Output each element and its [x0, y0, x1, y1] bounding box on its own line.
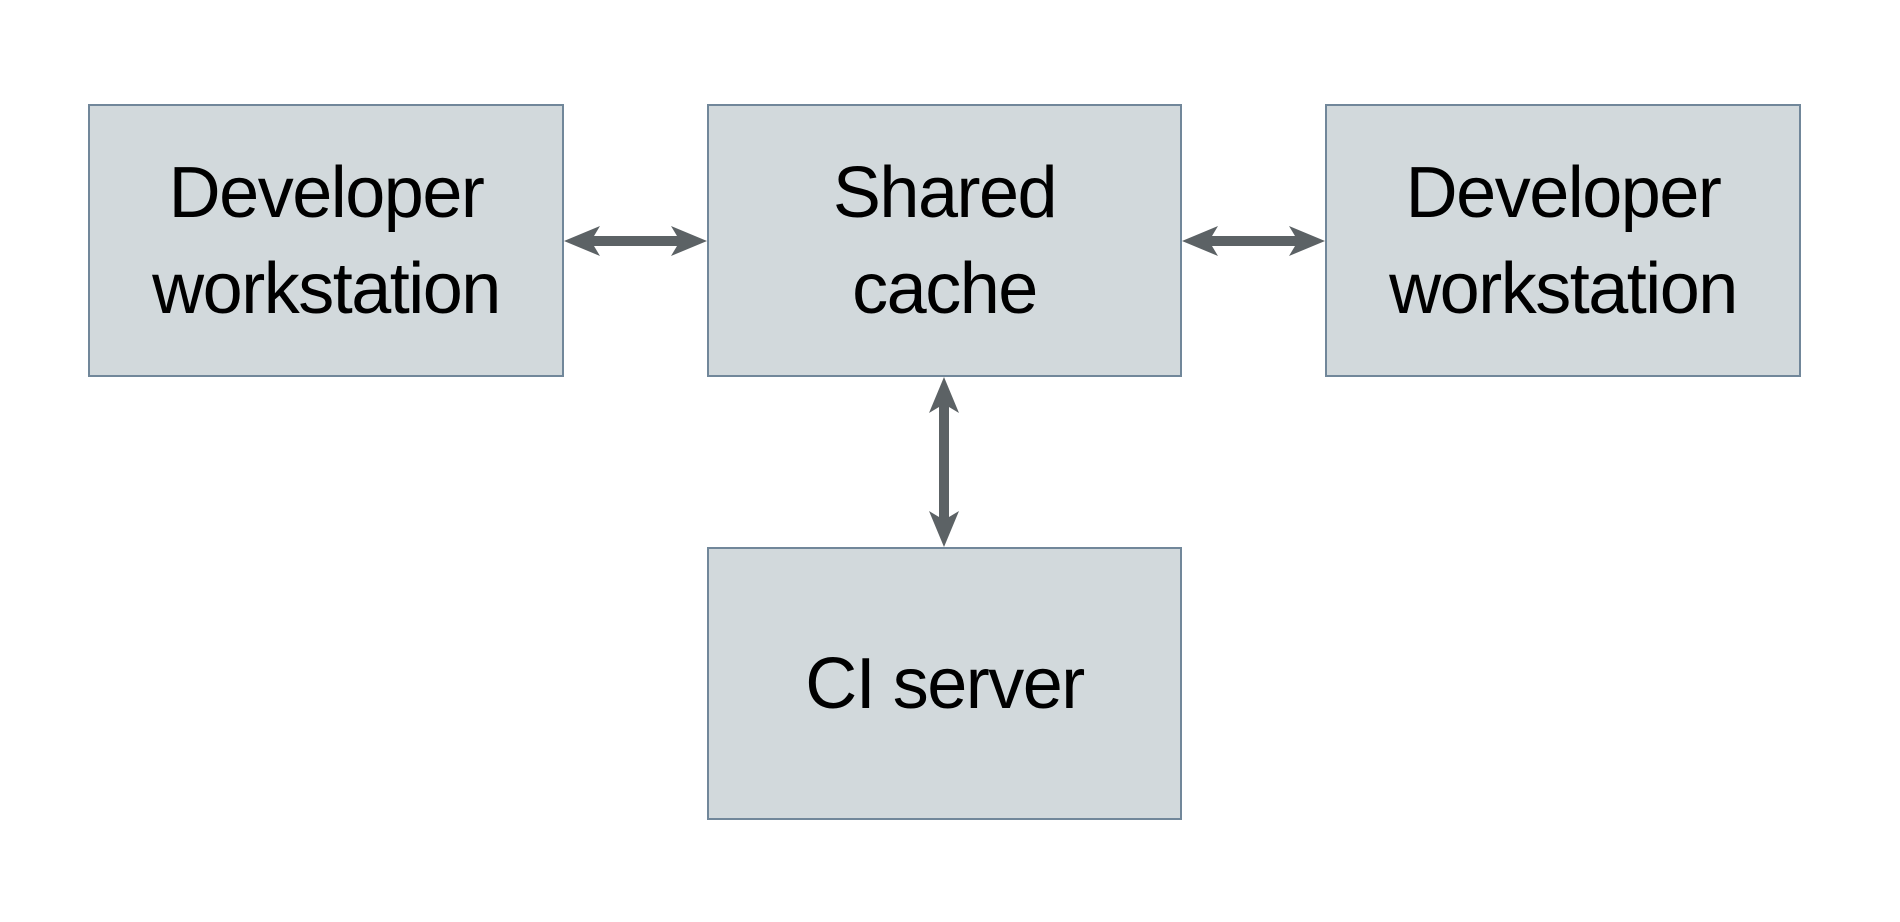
- node-label-developer-workstation-right: Developer workstation: [1389, 152, 1738, 329]
- node-developer-workstation-left: Developer workstation: [88, 104, 564, 377]
- node-label-shared-cache: Shared cache: [832, 152, 1058, 329]
- node-ci-server: CI server: [707, 547, 1182, 820]
- node-label-developer-workstation-left: Developer workstation: [152, 152, 501, 329]
- node-shared-cache: Shared cache: [707, 104, 1182, 377]
- node-developer-workstation-right: Developer workstation: [1325, 104, 1801, 377]
- node-label-ci-server: CI server: [805, 643, 1085, 724]
